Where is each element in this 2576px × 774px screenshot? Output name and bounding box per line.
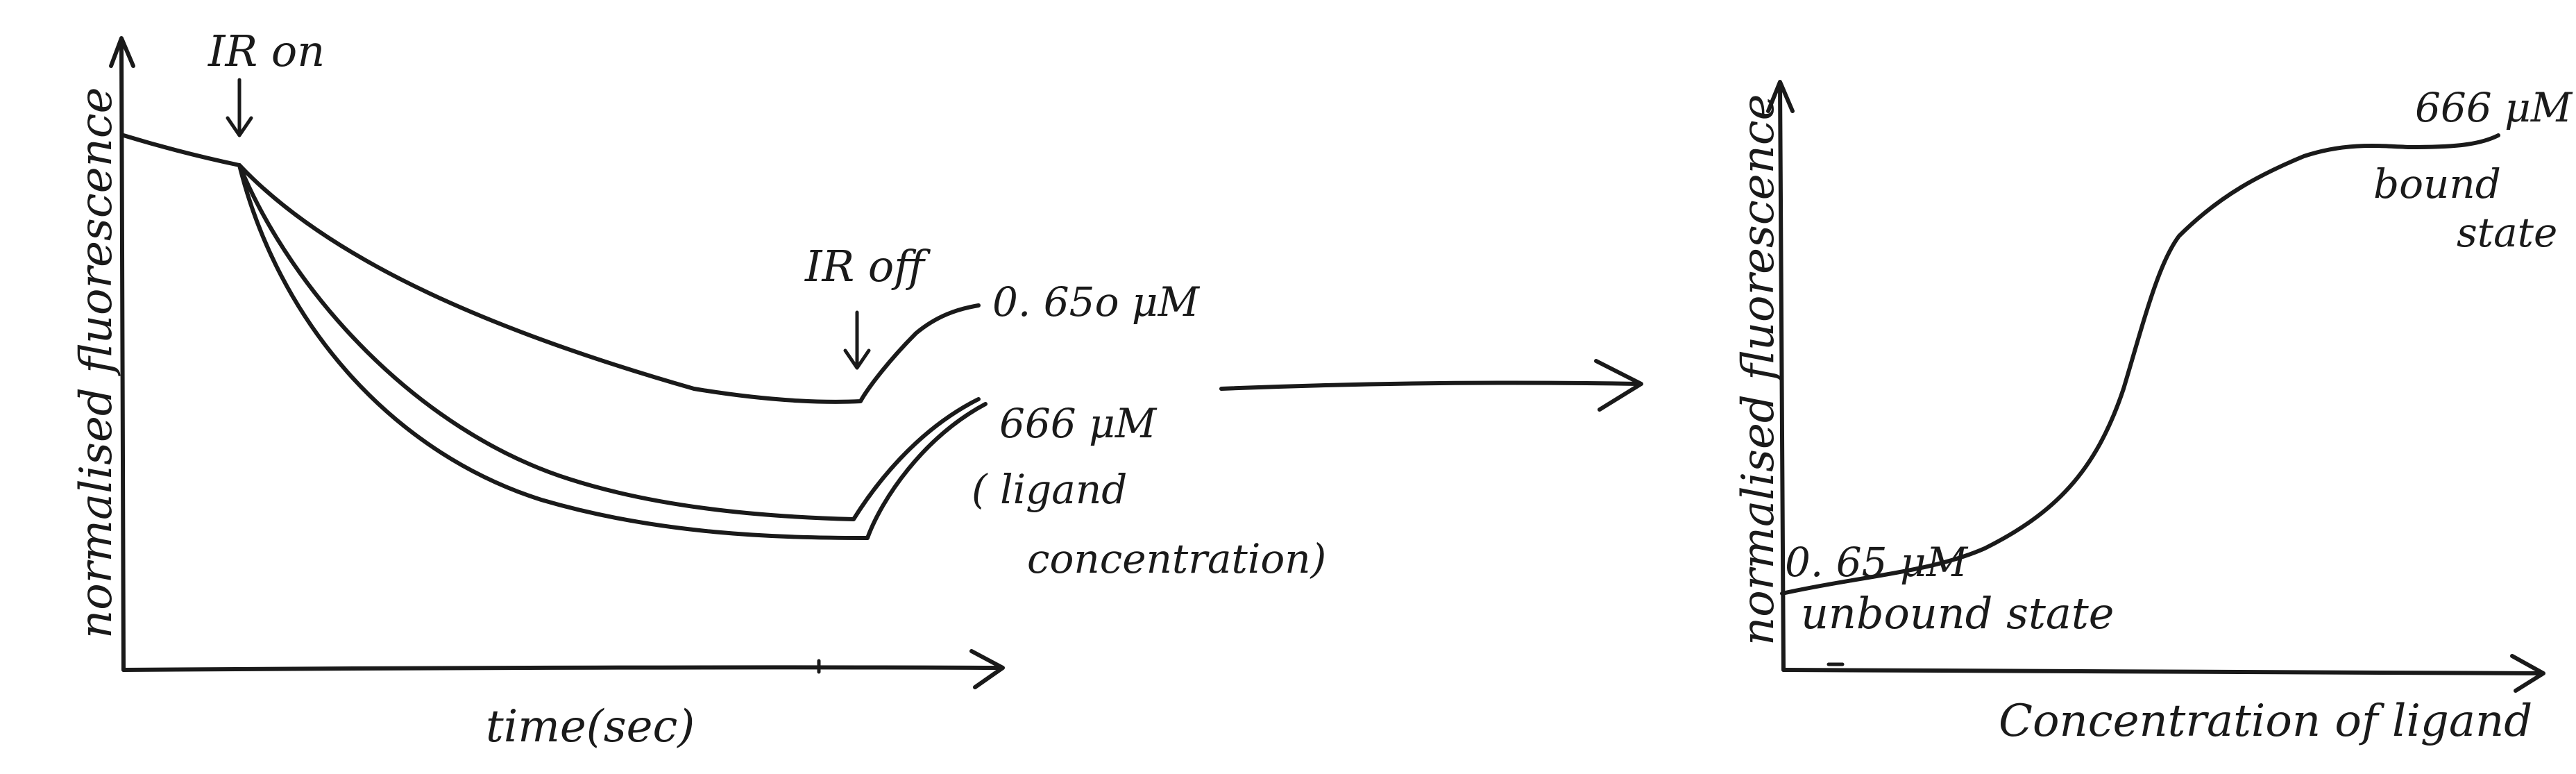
left-y-axis-arrowhead [109, 36, 135, 68]
right-x-axis [1781, 668, 2542, 675]
curve-note-line2: concentration) [1027, 535, 1326, 582]
right-x-axis-label: Concentration of ligand [1999, 696, 2532, 747]
curve-note-line1: ( ligand [972, 466, 1127, 513]
bound-state-label-line2: state [2457, 209, 2557, 256]
transition-arrow [1219, 359, 1643, 412]
left-plot: IR on IR off 0. 65o μM 666 μM ( ligand c… [71, 26, 1326, 752]
curve-666uM-a [237, 163, 981, 521]
transition-arrow-shaft [1219, 380, 1640, 391]
ir-off-label: IR off [804, 241, 931, 292]
left-x-axis-label: time(sec) [486, 701, 695, 752]
unbound-state-label: unbound state [1801, 588, 2114, 639]
low-concentration-label: 0. 65 μM [1785, 539, 1969, 586]
right-y-axis-label: normalised fluorescence [1733, 94, 1784, 646]
curve-label-666uM: 666 μM [999, 400, 1158, 447]
curve-0650uM [237, 163, 981, 404]
right-plot: 0. 65 μM unbound state 666 μM bound stat… [1733, 80, 2573, 747]
right-x-axis-arrowhead [2510, 654, 2545, 693]
right-y-axis [1778, 81, 1786, 672]
ir-on-arrowhead [226, 116, 253, 137]
binding-curve [1780, 133, 2500, 596]
left-x-axis [121, 665, 1001, 672]
curve-initial-segment [121, 133, 242, 167]
left-y-axis [119, 40, 126, 672]
right-y-axis-arrowhead [1766, 80, 1795, 113]
ir-on-label: IR on [207, 26, 325, 76]
curve-666uM-b [237, 163, 988, 540]
transition-arrow-head [1594, 359, 1643, 412]
ir-off-arrowhead [843, 348, 871, 370]
curve-label-0650uM: 0. 65o μM [992, 278, 1201, 326]
high-concentration-label: 666 μM [2415, 84, 2573, 131]
bound-state-label-line1: bound [2373, 160, 2501, 208]
left-y-axis-label: normalised fluorescence [71, 87, 122, 639]
left-x-axis-arrowhead [969, 649, 1005, 689]
